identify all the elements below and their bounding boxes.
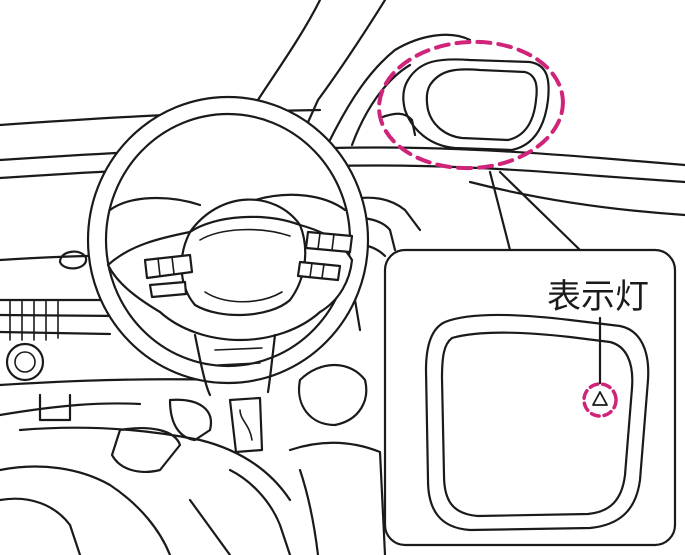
steering-wheel — [86, 95, 370, 397]
callout-connector — [488, 170, 582, 252]
mirror-highlight-circle — [377, 39, 565, 171]
indicator-label: 表示灯 — [547, 277, 649, 317]
callout-box: 表示灯 — [383, 248, 677, 547]
left-vent — [5, 250, 88, 382]
lower-dashboard — [0, 363, 387, 555]
indicator-highlight-circle — [582, 382, 618, 418]
triangle-indicator-icon — [592, 391, 608, 406]
side-mirror-small — [378, 58, 550, 152]
side-mirror-large — [424, 313, 650, 532]
